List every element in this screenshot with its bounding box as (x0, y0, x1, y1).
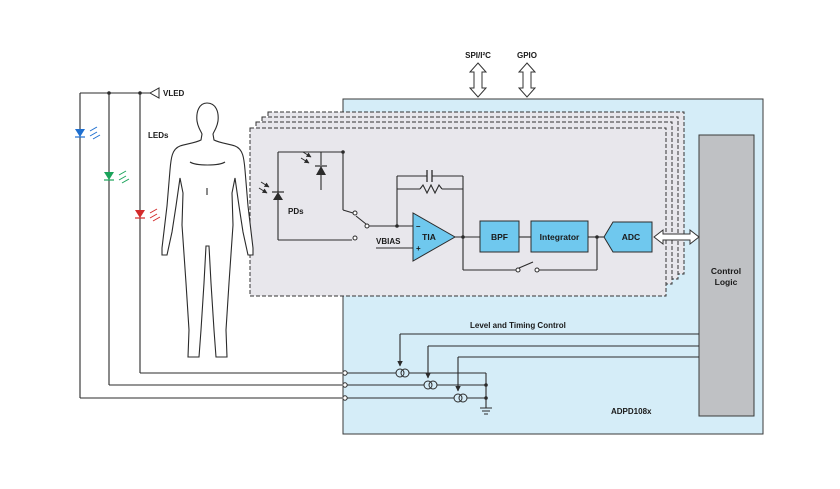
tia-block (412, 212, 457, 262)
photodiode-icons (258, 150, 352, 241)
current-sources (342, 368, 488, 408)
afe-channel-stack (249, 111, 685, 297)
level-timing-label: Level and Timing Control (470, 321, 566, 330)
spi-arrow (468, 62, 488, 98)
bypass-switch (462, 237, 598, 273)
spi-label: SPI/I²C (465, 51, 491, 60)
bpf-block (479, 220, 520, 253)
adc-block (603, 221, 653, 253)
human-body-icon (161, 102, 254, 358)
vled-label: VLED (163, 89, 185, 98)
input-switch (342, 209, 413, 241)
chip-name-label: ADPD108x (611, 407, 652, 416)
led-blue-icon (75, 126, 101, 140)
adc-label: ADC (622, 232, 640, 242)
led-wiring (79, 87, 342, 399)
tia-feedback (395, 170, 465, 239)
control-lines (397, 333, 699, 392)
integrator-label: Integrator (540, 232, 580, 242)
adc-bus-arrow (653, 228, 700, 246)
tia-minus: – (416, 222, 421, 231)
vbias-label: VBIAS (376, 237, 401, 246)
control-logic-label-1: Control (711, 266, 741, 276)
control-logic-block (698, 134, 755, 417)
bpf-label: BPF (491, 232, 508, 242)
control-logic-label-2: Logic (715, 277, 738, 287)
led-red-icon (135, 208, 161, 222)
ground-icon (480, 407, 492, 415)
gpio-label: GPIO (517, 51, 537, 60)
integrator-block (530, 220, 589, 253)
tia-label: TIA (422, 232, 436, 242)
leds-label: LEDs (148, 131, 169, 140)
tia-plus: + (416, 244, 421, 253)
gpio-arrow (517, 62, 537, 98)
pds-label: PDs (288, 207, 304, 216)
led-green-icon (104, 170, 130, 184)
